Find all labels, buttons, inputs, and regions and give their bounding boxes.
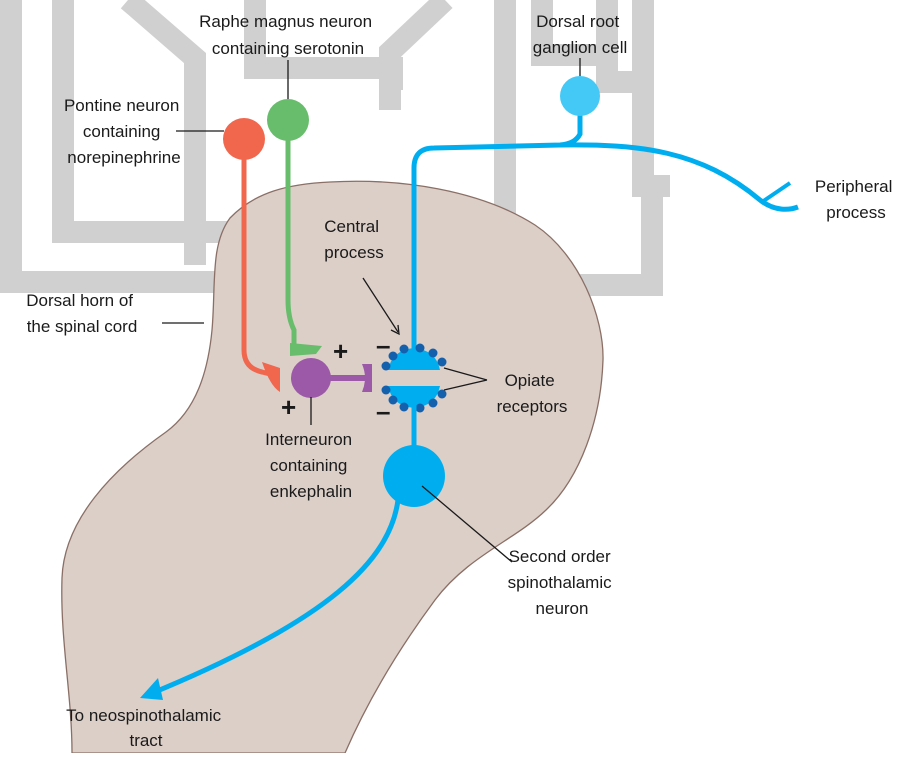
outline-right-arm xyxy=(643,0,670,186)
dorsal-horn-label: Dorsal horn of the spinal cord xyxy=(26,291,138,336)
raphe-label: Raphe magnus neuron containing serotonin xyxy=(199,12,377,58)
opiate-receptor-dot xyxy=(416,344,425,353)
inhibitory-sign-upper: – xyxy=(376,330,390,360)
opiate-receptor-dot xyxy=(438,390,447,399)
opiate-receptor-dot xyxy=(429,349,438,358)
interneuron-label: Interneuron containing enkephalin xyxy=(265,430,357,501)
second-order-neuron-label: Second order spinothalamic neuron xyxy=(508,547,617,618)
excitatory-sign-upper: + xyxy=(333,336,348,366)
outline-upper-right-left-limb xyxy=(390,0,445,110)
opiate-receptor-dot xyxy=(400,403,409,412)
dorsal-root-ganglion-cell xyxy=(560,76,600,116)
opiate-receptor-dot xyxy=(416,404,425,413)
inhibitory-sign-lower: – xyxy=(376,396,390,426)
peripheral-label: Peripheral process xyxy=(815,177,897,222)
peripheral-process-branch xyxy=(762,183,790,202)
opiate-receptor-dot xyxy=(429,399,438,408)
opiate-receptor-dot xyxy=(400,345,409,354)
interneuron-soma xyxy=(291,358,331,398)
excitatory-sign-lower: + xyxy=(281,392,296,422)
pontine-label: Pontine neuron containing norepinephrine xyxy=(64,96,184,167)
opiate-receptor-dot xyxy=(438,358,447,367)
opiate-receptor-dot xyxy=(382,386,391,395)
opiate-receptor-dot xyxy=(382,362,391,371)
